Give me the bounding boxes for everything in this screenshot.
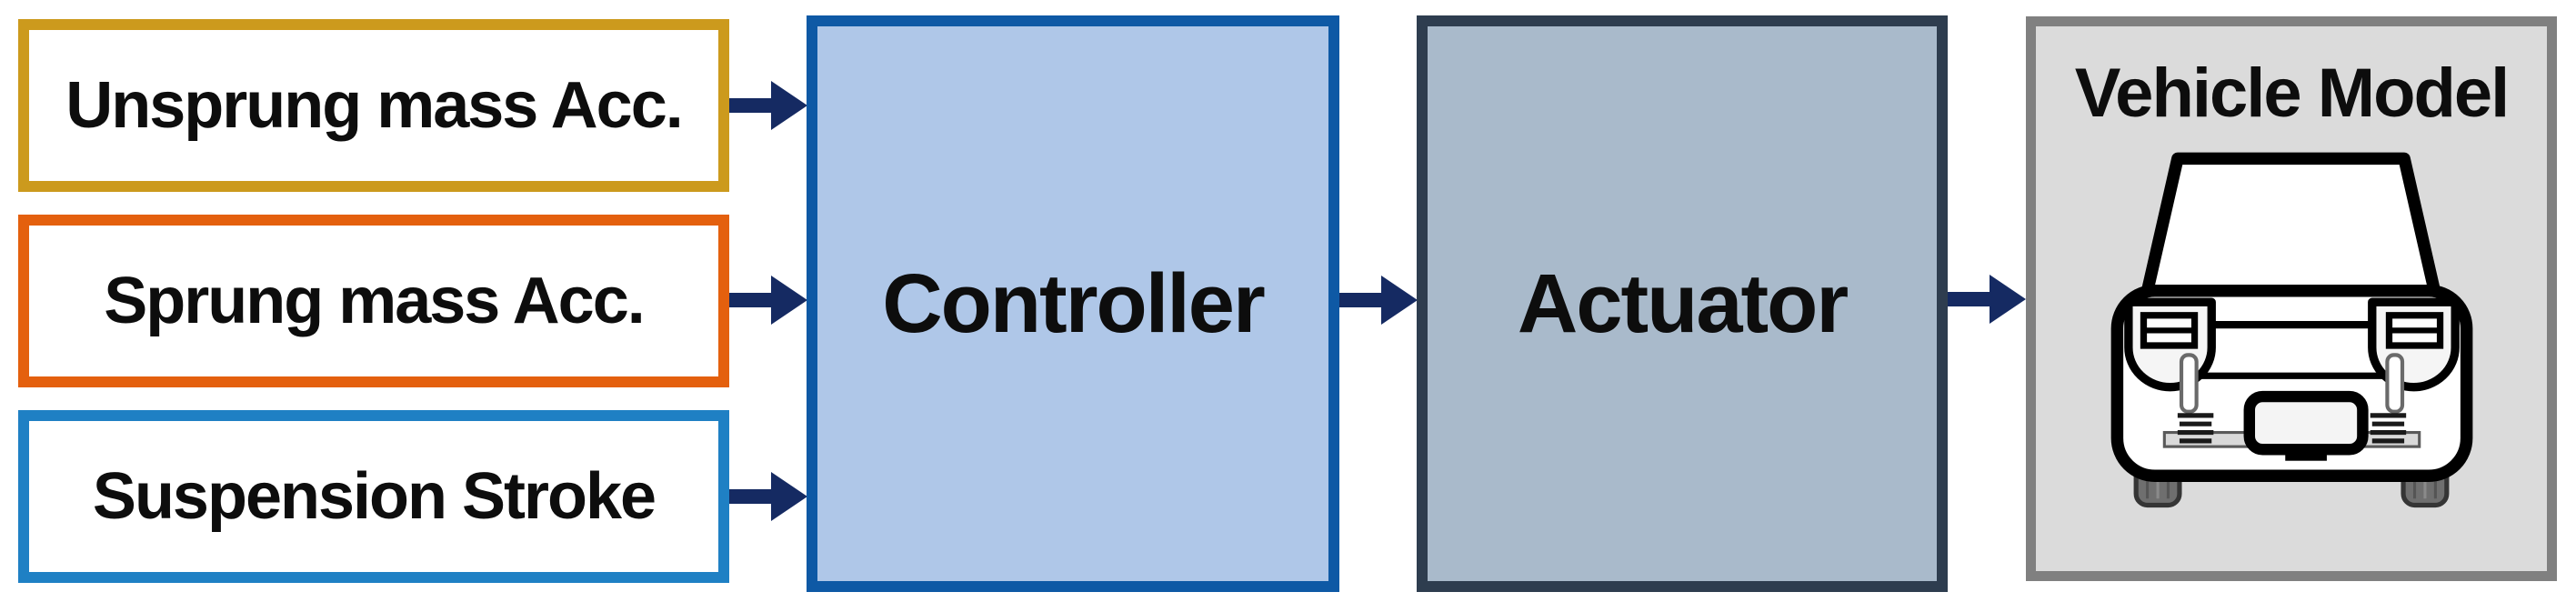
arrow-head-icon bbox=[1990, 275, 2026, 324]
arrow-shaft bbox=[729, 293, 771, 307]
actuator-label: Actuator bbox=[1517, 256, 1849, 350]
input-label-sprung-mass-acc: Sprung mass Acc. bbox=[104, 265, 646, 337]
vehicle-model-label: Vehicle Model bbox=[2074, 55, 2511, 132]
arrow-sprung-to-controller bbox=[729, 276, 807, 325]
input-label-suspension-stroke: Suspension Stroke bbox=[92, 460, 657, 533]
arrow-shaft bbox=[1948, 292, 1990, 306]
car-suspension-left bbox=[2177, 353, 2214, 444]
input-box-unsprung-mass-acc: Unsprung mass Acc. bbox=[18, 19, 729, 192]
arrow-head-icon bbox=[1381, 276, 1418, 325]
arrow-unsprung-to-controller bbox=[729, 81, 807, 130]
controller-label: Controller bbox=[882, 256, 1266, 350]
input-box-sprung-mass-acc: Sprung mass Acc. bbox=[18, 215, 729, 387]
actuator-block: Actuator bbox=[1417, 15, 1948, 592]
car-front-view-icon bbox=[2110, 149, 2473, 522]
car-windshield bbox=[2140, 152, 2441, 297]
vehicle-model-block: Vehicle Model bbox=[2026, 16, 2557, 581]
arrow-shaft bbox=[1339, 293, 1381, 307]
arrow-head-icon bbox=[771, 472, 807, 521]
arrow-shaft bbox=[729, 98, 771, 113]
arrow-suspension-to-controller bbox=[729, 472, 807, 521]
arrow-actuator-to-vehicle bbox=[1948, 275, 2026, 324]
arrow-controller-to-actuator bbox=[1339, 276, 1418, 325]
arrow-head-icon bbox=[771, 276, 807, 325]
arrow-head-icon bbox=[771, 81, 807, 130]
car-headlight-right bbox=[2368, 297, 2460, 392]
controller-block: Controller bbox=[807, 15, 1339, 592]
car-hitch-tab bbox=[2285, 446, 2327, 461]
car-hitch bbox=[2243, 390, 2369, 456]
car-suspension-right bbox=[2370, 353, 2407, 444]
input-box-suspension-stroke: Suspension Stroke bbox=[18, 410, 729, 583]
vehicle-illustration bbox=[2110, 152, 2473, 508]
arrow-shaft bbox=[729, 489, 771, 504]
input-label-unsprung-mass-acc: Unsprung mass Acc. bbox=[65, 69, 684, 142]
car-headlight-left bbox=[2124, 297, 2216, 392]
